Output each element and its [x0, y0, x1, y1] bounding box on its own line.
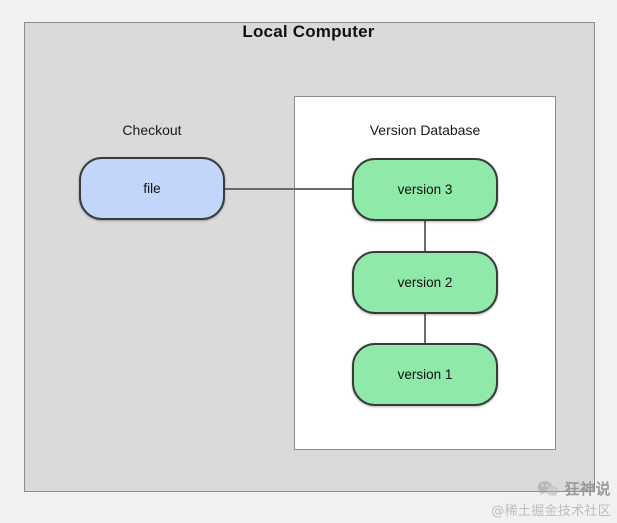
checkout-label: Checkout	[122, 122, 182, 138]
node-version-1-label: version 1	[397, 367, 453, 382]
connector-file-to-version-3	[224, 188, 353, 190]
node-version-3-label: version 3	[397, 182, 453, 197]
node-file[interactable]: file	[79, 157, 225, 220]
local-computer-title: Local Computer	[242, 22, 375, 41]
node-file-label: file	[143, 181, 161, 196]
wechat-icon	[537, 480, 559, 497]
watermark-top-row: 狂神说	[491, 478, 611, 499]
connector-version-3-to-version-2	[424, 220, 426, 252]
watermark-community: @稀土掘金技术社区	[491, 504, 611, 519]
version-database-title: Version Database	[369, 122, 481, 138]
node-version-1[interactable]: version 1	[352, 343, 498, 406]
watermark: 狂神说 @稀土掘金技术社区	[491, 478, 611, 519]
node-version-2[interactable]: version 2	[352, 251, 498, 314]
watermark-name: 狂神说	[564, 480, 611, 498]
connector-version-2-to-version-1	[424, 313, 426, 344]
node-version-2-label: version 2	[397, 275, 453, 290]
node-version-3[interactable]: version 3	[352, 158, 498, 221]
